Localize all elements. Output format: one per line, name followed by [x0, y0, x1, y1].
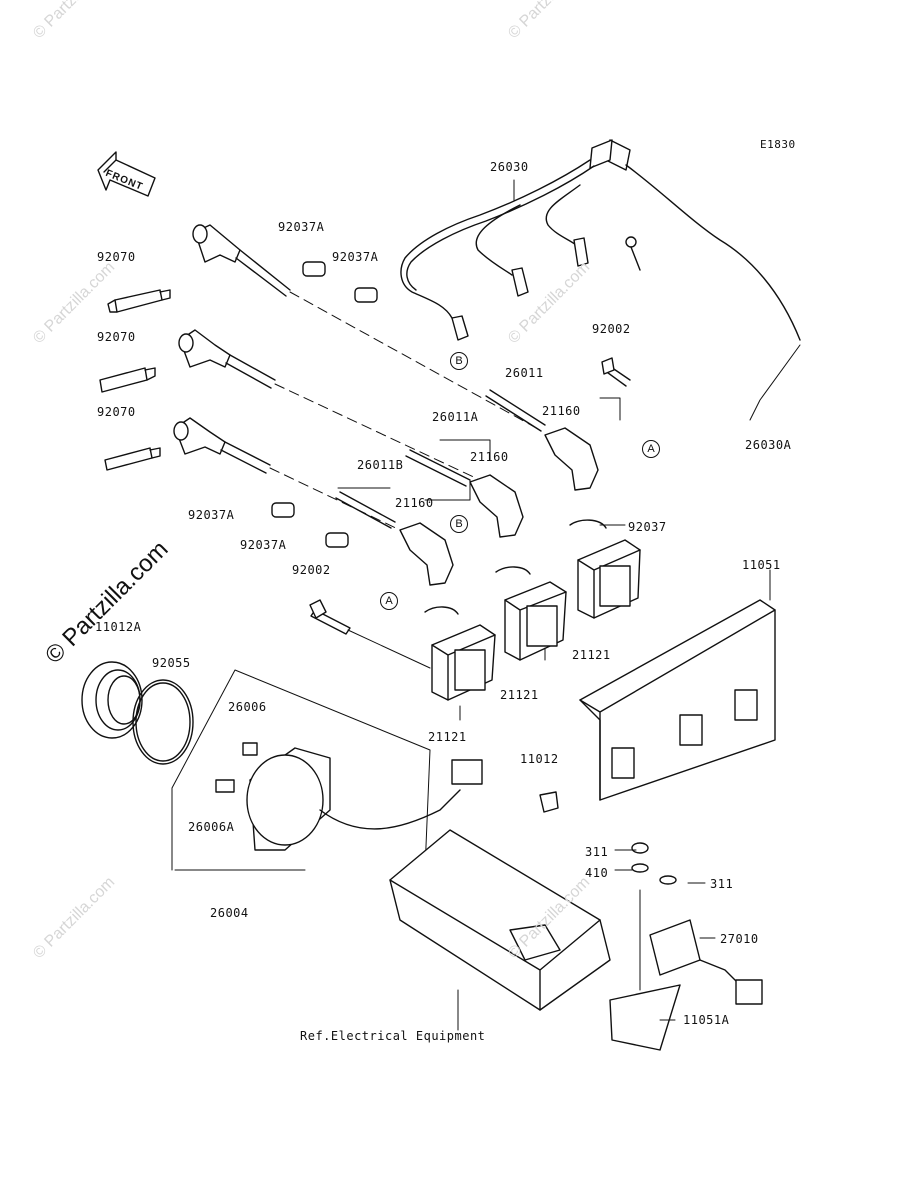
grommet-92037	[424, 519, 607, 615]
part-label: 21160	[542, 404, 581, 418]
part-label: 410	[585, 866, 609, 880]
marker-a: A	[380, 592, 398, 610]
part-label: 311	[710, 877, 734, 891]
part-label: 11051	[742, 558, 781, 572]
part-label: 311	[585, 845, 609, 859]
marker-b: B	[450, 515, 468, 533]
part-label: 11012	[520, 752, 559, 766]
front-arrow-icon	[97, 151, 156, 197]
spark-plug-1	[107, 289, 171, 313]
part-label: 21121	[500, 688, 539, 702]
part-label: 92070	[97, 330, 136, 344]
electrical-box	[389, 829, 611, 1011]
ignition-coil-2	[504, 581, 567, 661]
plug-cap-top	[192, 224, 291, 297]
part-label: 92070	[97, 405, 136, 419]
part-label: 26011	[505, 366, 544, 380]
part-label: 26030	[490, 160, 529, 174]
ignition-coil-1	[431, 624, 496, 701]
part-label: 92002	[592, 322, 631, 336]
part-label: 92037A	[240, 538, 287, 552]
part-label: 26006A	[188, 820, 235, 834]
o-ring-92055	[132, 679, 194, 765]
relay-27010	[609, 842, 763, 1051]
marker-a: A	[642, 440, 660, 458]
part-label: 92037A	[332, 250, 379, 264]
routing-lines	[269, 291, 541, 531]
part-label: 92037	[628, 520, 667, 534]
part-label: 21160	[470, 450, 509, 464]
part-label: 92002	[292, 563, 331, 577]
plug-cap-bottom	[173, 417, 271, 474]
bracket-11051	[579, 599, 776, 801]
part-label: 92037A	[278, 220, 325, 234]
marker-b: B	[450, 352, 468, 370]
part-label: 27010	[720, 932, 759, 946]
part-label: 11051A	[683, 1013, 730, 1027]
clamp-92037A	[271, 261, 378, 548]
ignition-harness-26030	[400, 139, 801, 341]
diagram-code: E1830	[760, 138, 796, 151]
part-label: 26004	[210, 906, 249, 920]
part-label: 21121	[428, 730, 467, 744]
part-label: 92070	[97, 250, 136, 264]
part-label: 21121	[572, 648, 611, 662]
spark-plug-2	[99, 367, 156, 393]
part-label: 26030A	[745, 438, 792, 452]
ignition-cables	[335, 389, 546, 529]
part-label: 21160	[395, 496, 434, 510]
part-label: 26011B	[357, 458, 404, 472]
pickup-assembly-26004	[171, 669, 483, 871]
cover-11012A	[81, 661, 143, 739]
part-label: 92055	[152, 656, 191, 670]
ignition-coil-3	[577, 539, 641, 619]
spark-plug-3	[104, 447, 161, 471]
part-label: 11012A	[95, 620, 142, 634]
reference-note: Ref.Electrical Equipment	[300, 1029, 486, 1043]
plug-cap-21160	[399, 427, 599, 586]
bolt-92002	[309, 357, 631, 669]
leader-lines	[174, 179, 801, 1031]
part-label: 26006	[228, 700, 267, 714]
plug-cap-middle	[178, 329, 276, 389]
part-label: 92037A	[188, 508, 235, 522]
part-label: 26011A	[432, 410, 479, 424]
part-11012	[539, 791, 559, 813]
